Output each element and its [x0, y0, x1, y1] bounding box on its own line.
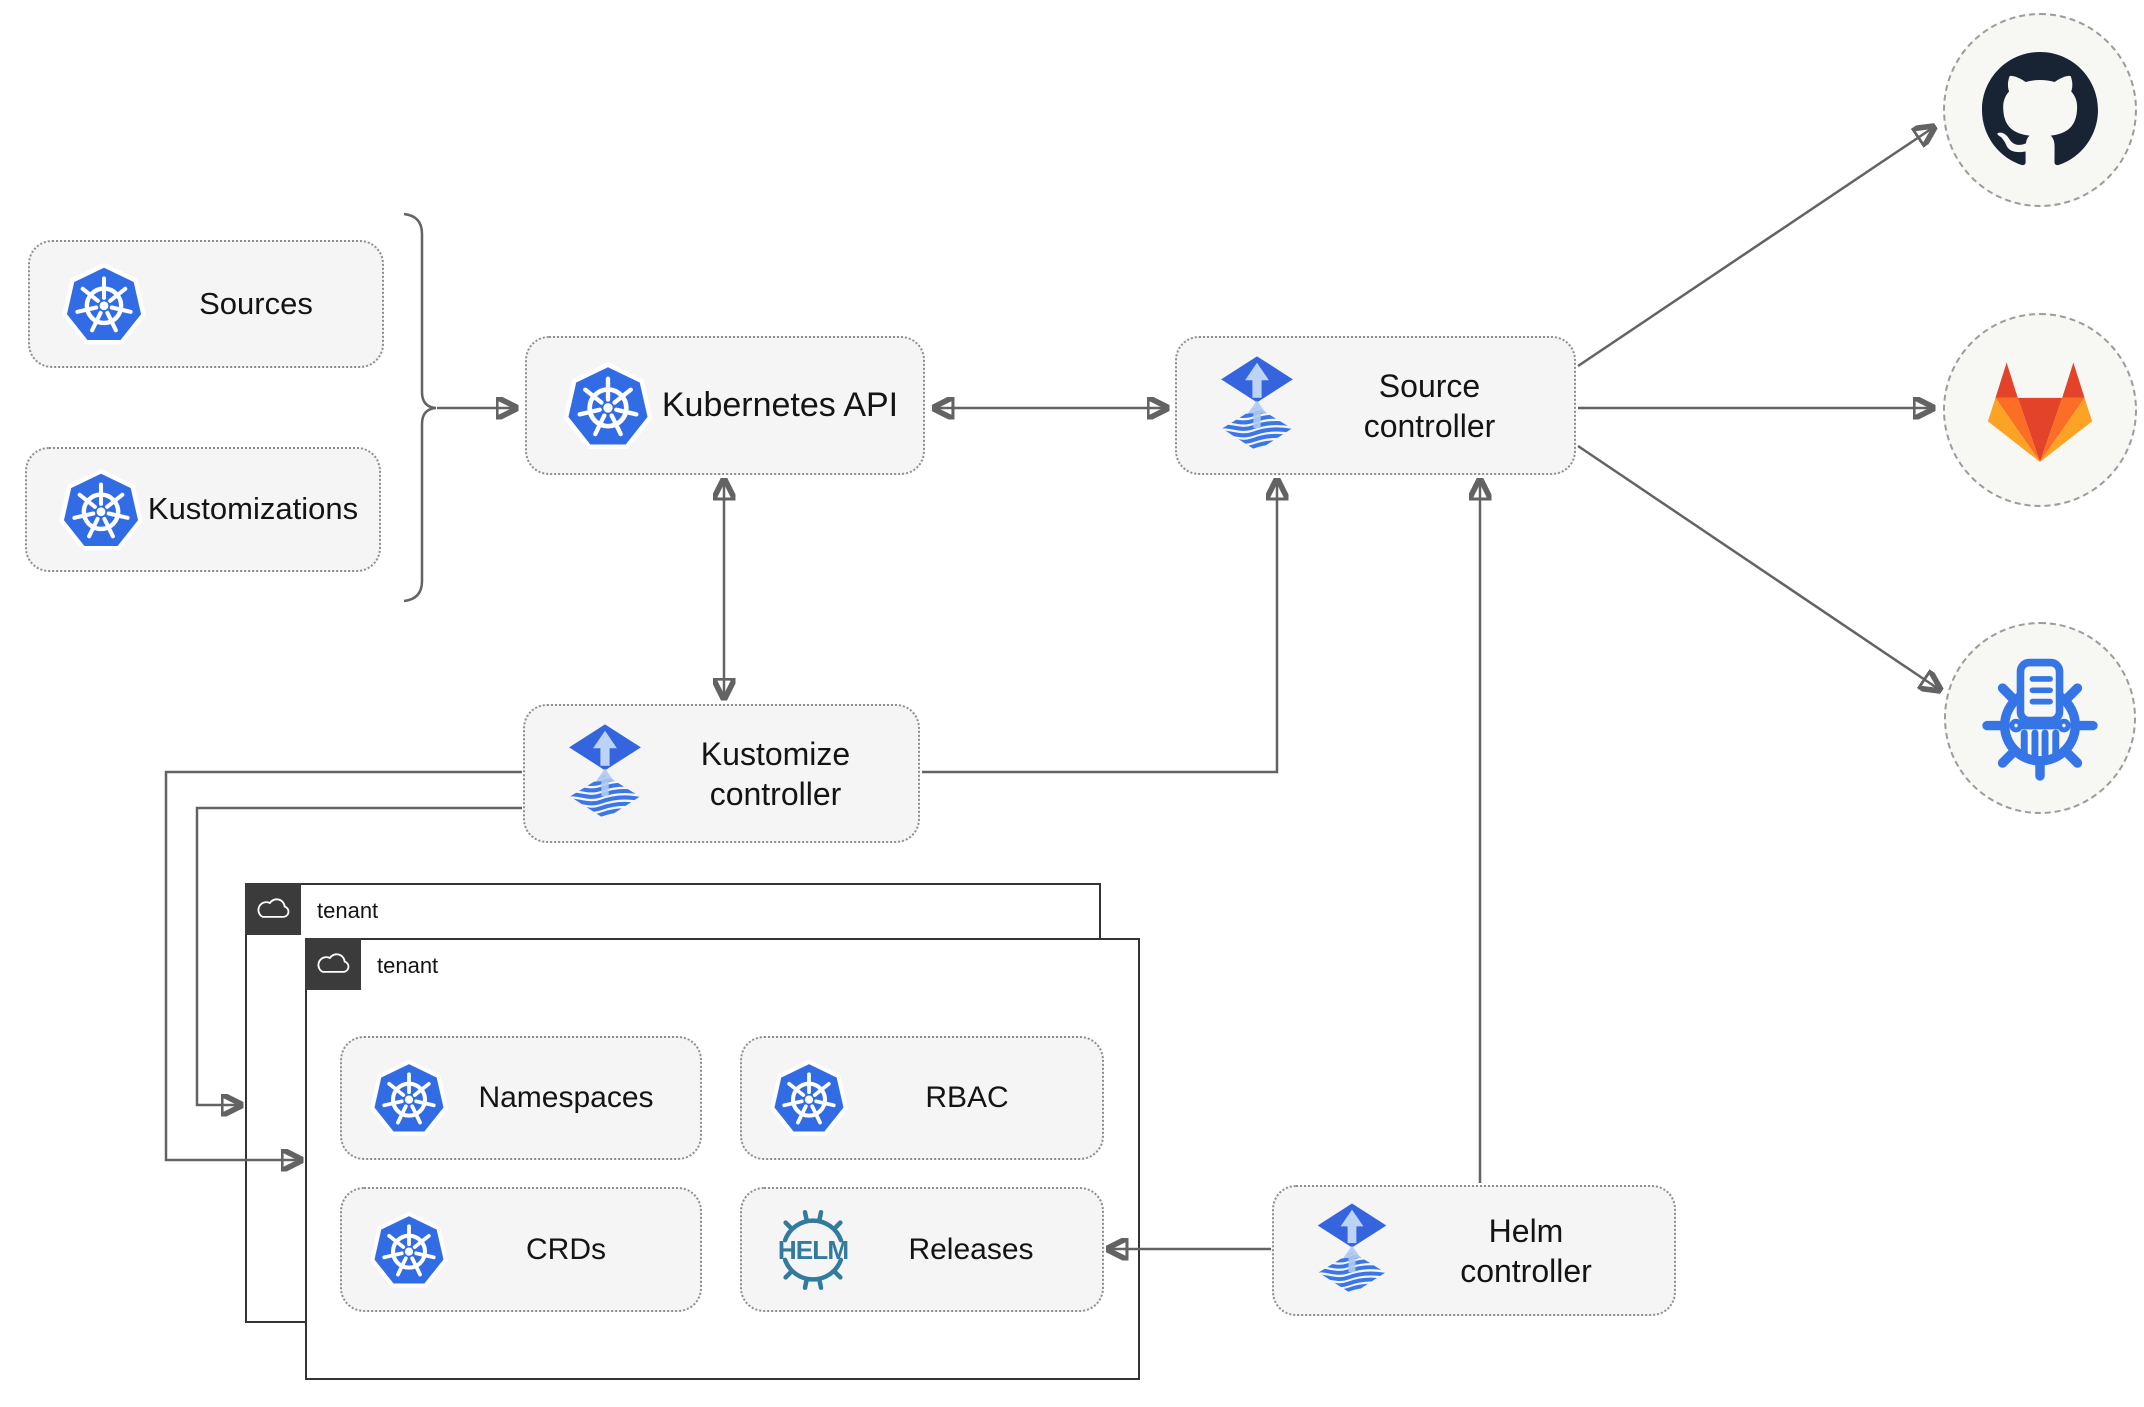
kubernetes-icon — [368, 1209, 450, 1291]
node-label: Helm controller — [1460, 1212, 1592, 1289]
node-sources: Sources — [28, 240, 384, 368]
node-source-controller: Source controller — [1175, 336, 1576, 475]
tenant-label: tenant — [377, 953, 439, 978]
node-kustomizations: Kustomizations — [25, 447, 381, 572]
kubernetes-icon — [561, 359, 655, 453]
flux-icon — [559, 724, 651, 824]
node-label: Sources — [199, 285, 313, 321]
node-kustomize-controller: Kustomize controller — [523, 704, 920, 843]
node-releases: HELM Releases — [740, 1187, 1104, 1312]
edge-source-chartrepo — [1577, 444, 1940, 690]
gitlab-icon — [1979, 354, 2101, 466]
node-label: RBAC — [925, 1081, 1009, 1115]
node-label: Source controller — [1363, 367, 1496, 444]
tenant-label: tenant — [317, 898, 379, 923]
cloud-icon — [245, 883, 301, 935]
node-namespaces: Namespaces — [340, 1036, 702, 1160]
kubernetes-icon — [368, 1057, 450, 1139]
helm-logo-text: HELM — [778, 1235, 848, 1265]
node-label: CRDs — [526, 1232, 606, 1266]
edge-source-github — [1577, 127, 1934, 368]
node-label: Kustomize controller — [700, 735, 851, 812]
helm-icon: HELM — [768, 1205, 858, 1295]
kubernetes-icon — [768, 1057, 850, 1139]
endpoint-gitlab — [1943, 313, 2137, 507]
node-crds: CRDs — [340, 1187, 702, 1312]
chartmuseum-icon — [1977, 655, 2103, 781]
endpoint-github — [1943, 13, 2137, 207]
kubernetes-icon — [57, 466, 145, 554]
cloud-icon — [305, 938, 361, 990]
group-bracket — [403, 212, 437, 603]
node-label: Kubernetes API — [661, 386, 899, 425]
flux-icon — [1308, 1203, 1396, 1299]
node-label: Namespaces — [478, 1081, 654, 1115]
node-label: Releases — [908, 1232, 1034, 1266]
node-rbac: RBAC — [740, 1036, 1104, 1160]
kubernetes-icon — [60, 260, 148, 348]
endpoint-chartmuseum — [1944, 622, 2136, 814]
github-icon — [1982, 52, 2098, 168]
node-kubernetes-api: Kubernetes API — [525, 336, 925, 475]
flux-icon — [1211, 356, 1303, 456]
node-label: Kustomizations — [147, 491, 359, 527]
edge-kustomize-source — [922, 480, 1277, 774]
node-helm-controller: Helm controller — [1272, 1185, 1676, 1316]
